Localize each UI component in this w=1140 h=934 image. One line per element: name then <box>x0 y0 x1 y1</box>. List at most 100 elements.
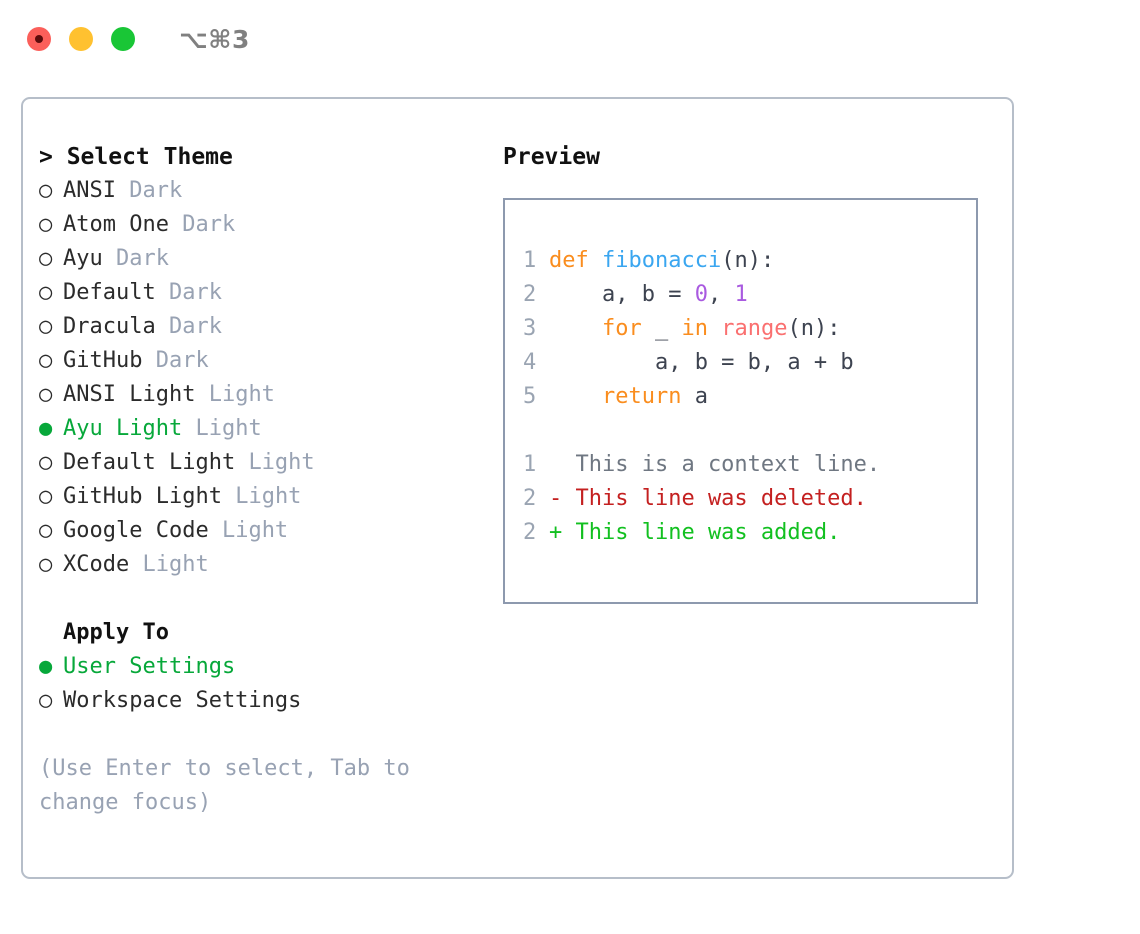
code-token: def <box>549 248 589 273</box>
code-token: (n): <box>721 248 775 273</box>
theme-name-label: GitHub Light <box>63 484 222 509</box>
theme-variant-tag: Dark <box>168 314 222 339</box>
code-line: 2 + This line was added. <box>523 516 976 550</box>
code-line: 2 - This line was deleted. <box>523 482 976 516</box>
radio-unselected-icon: ○ <box>39 688 53 713</box>
code-token: a, b = b, a + b <box>549 350 854 375</box>
code-token <box>708 316 721 341</box>
apply-to-header: Apply To <box>63 620 169 645</box>
theme-variant-tag: Dark <box>155 348 209 373</box>
theme-name-label: Atom One <box>63 212 169 237</box>
preview-column: Preview 1 def fibonacci(n): 2 a, b = 0, 1 3… <box>503 140 993 604</box>
radio-unselected-icon: ○ <box>39 450 53 475</box>
theme-name-label: Default Light <box>63 450 236 475</box>
theme-variant-tag: Dark <box>168 280 222 305</box>
theme-list-item[interactable]: ○ANSI Dark <box>39 174 479 208</box>
code-token: a <box>681 384 708 409</box>
code-token: 1 <box>734 282 748 307</box>
theme-variant-tag: Light <box>208 382 275 407</box>
radio-unselected-icon: ○ <box>39 314 53 339</box>
code-token: 0 <box>694 282 708 307</box>
window-controls <box>27 27 135 51</box>
apply-to-label: User Settings <box>63 654 236 679</box>
code-line: 1 def fibonacci(n): <box>523 244 976 278</box>
apply-to-list[interactable]: ● User Settings ○ Workspace Settings <box>39 650 479 718</box>
minimize-window-button[interactable] <box>69 27 93 51</box>
theme-variant-tag: Dark <box>182 212 236 237</box>
radio-unselected-icon: ○ <box>39 212 53 237</box>
theme-list-item[interactable]: ○GitHub Light Light <box>39 480 479 514</box>
code-token: in <box>681 316 708 341</box>
radio-unselected-icon: ○ <box>39 246 53 271</box>
code-token: This is a context line. <box>549 452 881 477</box>
line-number: 2 <box>523 520 537 545</box>
theme-variant-tag: Light <box>248 450 315 475</box>
apply-to-item[interactable]: ● User Settings <box>39 650 479 684</box>
code-preview-box: 1 def fibonacci(n): 2 a, b = 0, 1 3 for _ i… <box>503 198 978 604</box>
code-line: 3 for _ in range(n): <box>523 312 976 346</box>
radio-unselected-icon: ○ <box>39 484 53 509</box>
select-theme-header: > Select Theme <box>39 144 233 170</box>
code-token: - This line was deleted. <box>549 486 867 511</box>
theme-variant-tag: Light <box>221 518 289 543</box>
theme-name-label: Dracula <box>63 314 156 339</box>
theme-list-item[interactable]: ○GitHub Dark <box>39 344 479 378</box>
radio-unselected-icon: ○ <box>39 518 53 543</box>
theme-variant-tag: Light <box>195 416 262 441</box>
theme-name-label: XCode <box>63 552 130 577</box>
maximize-window-button[interactable] <box>111 27 135 51</box>
code-token: , <box>707 282 735 307</box>
main-panel: > Select Theme ○ANSI Dark○Atom One Dark○… <box>21 97 1014 879</box>
line-number: 1 <box>523 248 537 273</box>
code-token: return <box>601 384 682 409</box>
list-spacer <box>39 582 479 616</box>
theme-variant-tag: Dark <box>129 178 183 203</box>
theme-list-item[interactable]: ○Ayu Dark <box>39 242 479 276</box>
theme-list-item[interactable]: ○ Default Light Light <box>39 446 479 480</box>
theme-name-label: ANSI Light <box>63 382 196 407</box>
theme-list[interactable]: ○ANSI Dark○Atom One Dark○Ayu Dark○Defaul… <box>39 174 479 582</box>
close-window-button[interactable] <box>27 27 51 51</box>
theme-name-label: Default <box>63 280 156 305</box>
code-token <box>549 316 602 341</box>
code-token: _ <box>641 316 682 341</box>
radio-unselected-icon: ○ <box>39 348 53 373</box>
record-indicator-icon <box>35 35 43 43</box>
theme-name-label: Ayu <box>63 246 103 271</box>
code-line: 1 This is a context line. <box>523 448 976 482</box>
code-line: 5 return a <box>523 380 976 414</box>
code-token: a, b = <box>549 282 695 307</box>
line-number: 2 <box>523 282 537 307</box>
radio-unselected-icon: ○ <box>39 382 53 407</box>
apply-to-item[interactable]: ○ Workspace Settings <box>39 684 479 718</box>
theme-list-item[interactable]: ●Ayu Light Light <box>39 412 479 446</box>
code-token: + This line was added. <box>549 520 841 545</box>
keyboard-shortcut-label: ⌥⌘3 <box>179 24 250 54</box>
title-bar: ⌥⌘3 <box>0 0 1140 78</box>
radio-selected-icon: ● <box>39 654 53 679</box>
code-token <box>549 384 602 409</box>
line-number: 4 <box>523 350 537 375</box>
theme-list-item[interactable]: ○ ANSI Light Light <box>39 378 479 412</box>
theme-list-item[interactable]: ○ XCode Light <box>39 548 479 582</box>
theme-list-item[interactable]: ○ Google Code Light <box>39 514 479 548</box>
theme-list-item[interactable]: ○ Dracula Dark <box>39 310 479 344</box>
line-number: 3 <box>523 316 537 341</box>
code-token <box>549 418 562 443</box>
theme-name-label: ANSI <box>63 178 116 203</box>
keyboard-hint-text: (Use Enter to select, Tab to change focu… <box>39 756 424 815</box>
theme-variant-tag: Light <box>142 552 209 577</box>
theme-name-label: Google Code <box>63 518 209 543</box>
code-line <box>523 414 976 448</box>
radio-selected-icon: ● <box>39 416 53 441</box>
code-token: fibonacci <box>602 248 722 273</box>
line-number: 2 <box>523 486 537 511</box>
preview-title: Preview <box>503 144 600 170</box>
code-token: for <box>601 316 642 341</box>
code-token: range <box>721 316 788 341</box>
theme-list-item[interactable]: ○Default Dark <box>39 276 479 310</box>
theme-list-item[interactable]: ○ Atom One Dark <box>39 208 479 242</box>
apply-to-label: Workspace Settings <box>63 688 302 713</box>
radio-unselected-icon: ○ <box>39 552 53 577</box>
